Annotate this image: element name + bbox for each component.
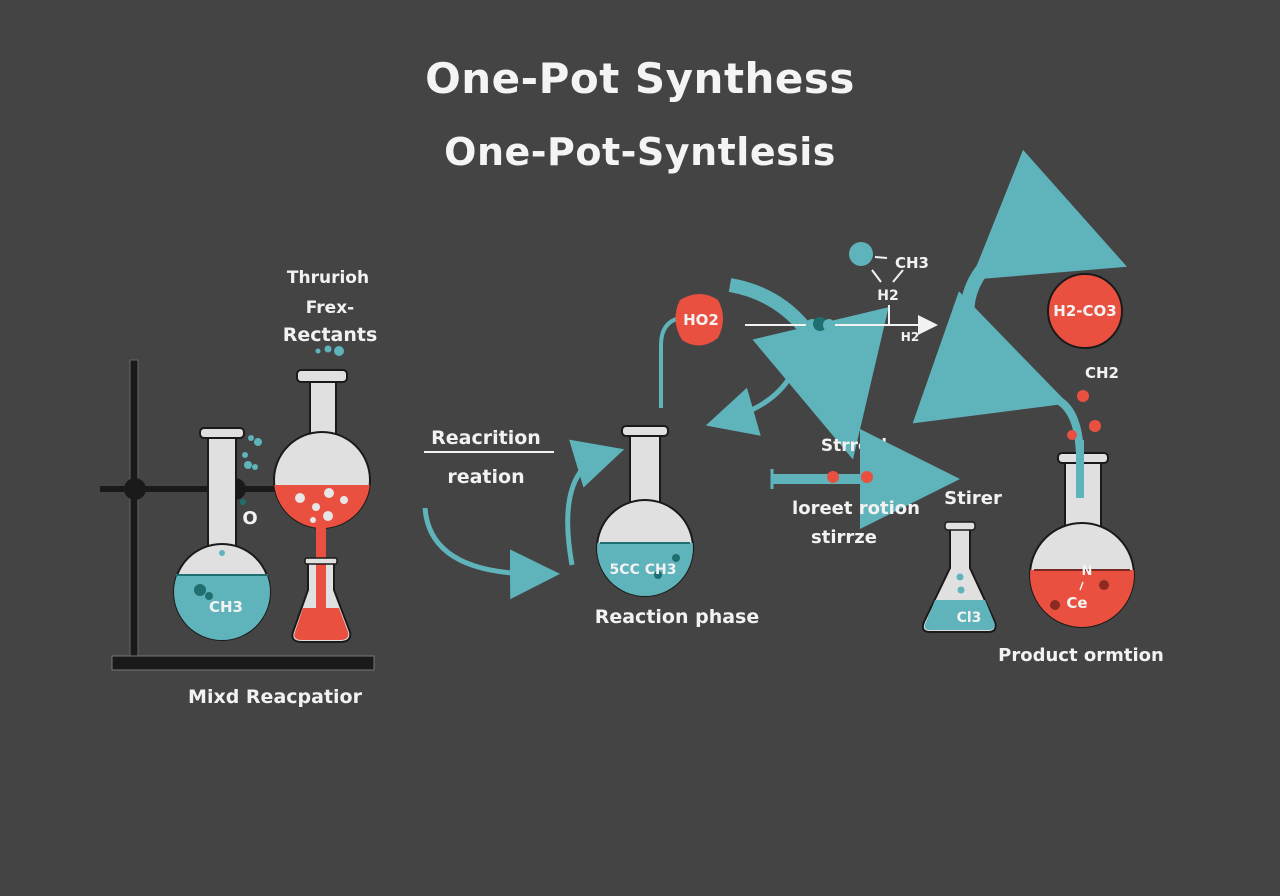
reaction-arrow-label: Reacrition <box>431 427 541 449</box>
left-reactant-flask: CH3 <box>173 427 271 641</box>
stand-rod <box>129 359 139 661</box>
flow-arrows <box>422 149 1128 600</box>
top-reactant-flask <box>273 345 371 529</box>
reactants-label-line-3: Rectants <box>283 324 378 346</box>
methyl-h-label: H2 <box>877 288 898 304</box>
h2co3-label: H2-CO3 <box>1053 302 1116 320</box>
stirrer-flask-formula: Cl3 <box>957 610 982 626</box>
flow-arrow <box>422 507 560 600</box>
side-atom-label: O <box>242 508 257 529</box>
methyl-label: CH3 <box>895 254 929 272</box>
flow-arrow <box>659 316 681 408</box>
diagram-title: One-Pot Synthess <box>425 54 855 103</box>
reaction-line: H2 <box>745 305 938 344</box>
stirring-sublabel-1: loreet rotion <box>792 498 920 519</box>
rising-bubbles <box>240 435 262 505</box>
mixed-reactants-caption: Mixd Reacpatior <box>188 686 363 708</box>
line-end-label: H2 <box>901 330 919 344</box>
left-flask-formula: CH3 <box>209 598 243 616</box>
flow-arrow <box>728 278 889 460</box>
reaction-phase-caption: Reaction phase <box>595 606 760 628</box>
diagram-subtitle: One-Pot-Syntlesis <box>444 130 836 174</box>
stirrer-flask: Cl3 <box>921 521 997 633</box>
reaction-flask-formula: 5CC CH3 <box>610 562 677 578</box>
stand-base <box>111 655 375 671</box>
stirring-label: Strroel <box>821 436 887 456</box>
gas-label: CH2 <box>1085 364 1119 382</box>
flow-arrow <box>912 291 1068 424</box>
methyl-molecule: CH3 H2 <box>849 242 929 304</box>
product-caption: Product ormtion <box>998 645 1164 666</box>
ho2-molecule: HO2 <box>675 294 723 346</box>
stirring-arrow <box>770 429 960 529</box>
stirring-sublabel-2: stirrze <box>811 527 877 548</box>
flow-arrow <box>705 344 803 436</box>
ho2-label: HO2 <box>683 311 719 329</box>
reactants-label-line-2: Frex- <box>306 298 354 318</box>
product-formula-bottom: Ce <box>1066 594 1087 612</box>
product-flask: N Ce <box>1029 440 1135 628</box>
clamp-arm <box>100 486 285 492</box>
h2co3-molecule: H2-CO3 <box>1047 273 1123 349</box>
stirrer-label: Stirer <box>944 488 1002 509</box>
reaction-flask: 5CC CH3 <box>596 425 694 597</box>
gas-bubbles <box>1067 390 1101 440</box>
product-formula-top: N <box>1082 564 1093 579</box>
receiving-flask <box>291 525 352 643</box>
droplet <box>219 550 225 556</box>
reaction-arrow-sublabel: reation <box>447 466 524 488</box>
reactants-label-line-1: Thrurioh <box>287 268 369 288</box>
clamp-joint <box>124 478 146 500</box>
flow-arrow <box>565 439 625 566</box>
